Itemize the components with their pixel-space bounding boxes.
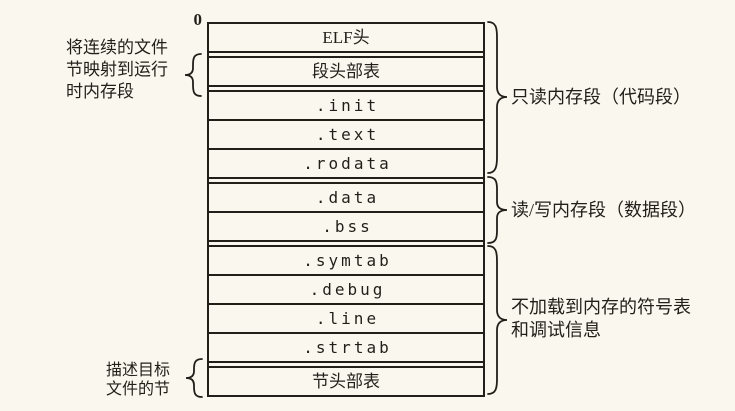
file-offset-zero-label: 0 — [193, 10, 203, 29]
map-to-memory-note-line1: 将连续的文件 — [66, 38, 168, 57]
row-segment-header-table: 段头部表 — [209, 56, 483, 87]
row-bss-section: .bss — [209, 213, 483, 242]
describe-object-file-note: 描述目标 文件的节 — [106, 361, 170, 399]
row-line-section: .line — [209, 305, 483, 334]
row-data-section: .data — [209, 182, 483, 213]
not-loaded-note-line1: 不加载到内存的符号表 — [511, 297, 691, 317]
not-loaded-note-line2: 和调试信息 — [511, 320, 601, 340]
describe-object-file-note-line1: 描述目标 — [106, 362, 171, 379]
row-symtab-section: .symtab — [209, 245, 483, 276]
describe-object-file-note-line2: 文件的节 — [106, 381, 171, 398]
right-brace-readonly-segment — [486, 21, 512, 174]
elf-file-box: ELF头 段头部表 .init .text .rodata .data .bss… — [207, 22, 485, 397]
readonly-segment-label: 只读内存段（代码段） — [511, 87, 691, 107]
left-brace-section-header — [184, 358, 204, 398]
left-brace-segment-header — [183, 53, 203, 97]
right-brace-not-loaded — [486, 245, 512, 395]
row-init-section: .init — [209, 90, 483, 121]
row-strtab-section: .strtab — [209, 334, 483, 363]
readwrite-segment-label: 读/写内存段（数据段） — [511, 200, 696, 220]
row-rodata-section: .rodata — [209, 150, 483, 179]
not-loaded-note: 不加载到内存的符号表 和调试信息 — [511, 296, 691, 342]
map-to-memory-note: 将连续的文件 节映射到运行 时内存段 — [66, 37, 168, 103]
map-to-memory-note-line2: 节映射到运行 — [66, 60, 168, 79]
row-elf-header: ELF头 — [209, 24, 483, 53]
row-debug-section: .debug — [209, 276, 483, 305]
row-section-header-table: 节头部表 — [209, 366, 483, 395]
right-brace-readwrite-segment — [486, 176, 512, 244]
map-to-memory-note-line3: 时内存段 — [66, 82, 134, 101]
row-text-section: .text — [209, 121, 483, 150]
